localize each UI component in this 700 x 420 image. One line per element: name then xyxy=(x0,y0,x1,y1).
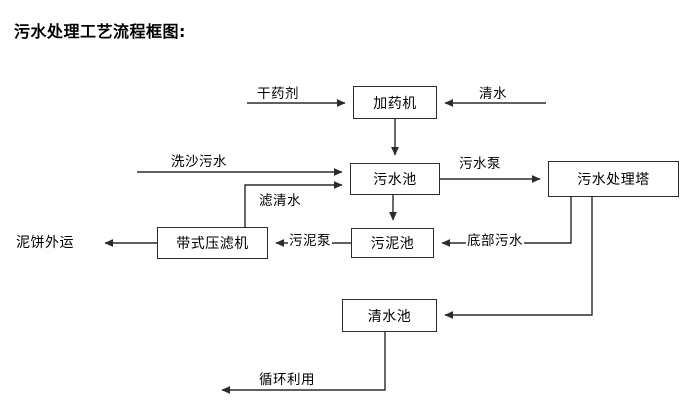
edge-clearwater-to-recycling xyxy=(221,332,386,394)
node-treatment-tower[interactable]: 污水处理塔 xyxy=(548,161,679,197)
node-label: 污水池 xyxy=(373,172,417,188)
node-dosing-machine[interactable]: 加药机 xyxy=(353,86,437,119)
node-label: 清水池 xyxy=(367,308,412,325)
node-label: 加药机 xyxy=(373,95,417,112)
node-label: 带式压滤机 xyxy=(176,236,249,252)
page-title: 污水处理工艺流程框图: xyxy=(14,22,186,41)
node-wastewater-pool[interactable]: 污水池 xyxy=(350,163,440,195)
node-sludge-pool[interactable]: 污泥池 xyxy=(351,228,434,258)
edge-label-filtered-water: 滤清水 xyxy=(258,189,302,209)
edge-label-recycling-reuse: 循环利用 xyxy=(258,368,316,388)
node-label: 污水处理塔 xyxy=(577,172,650,188)
edge-label-dry-chemical: 干药剂 xyxy=(256,82,300,102)
edge-label-clean-water: 清水 xyxy=(478,82,508,102)
edge-label-sand-wash-sewage: 洗沙污水 xyxy=(170,150,228,170)
edge-filtered-water-to-wastewater xyxy=(244,181,343,227)
edge-tower-to-clearwater xyxy=(444,197,593,319)
edge-label-bottom-sewage: 底部污水 xyxy=(466,229,524,249)
node-label: 污泥池 xyxy=(370,236,415,252)
edge-label-sewage-pump: 污水泵 xyxy=(458,152,502,172)
node-clear-water-pool[interactable]: 清水池 xyxy=(342,299,437,332)
node-belt-filter-press[interactable]: 带式压滤机 xyxy=(157,227,268,259)
terminal-label-mud-cake-out: 泥饼外运 xyxy=(16,235,74,251)
edge-label-sludge-pump: 污泥泵 xyxy=(288,229,332,249)
